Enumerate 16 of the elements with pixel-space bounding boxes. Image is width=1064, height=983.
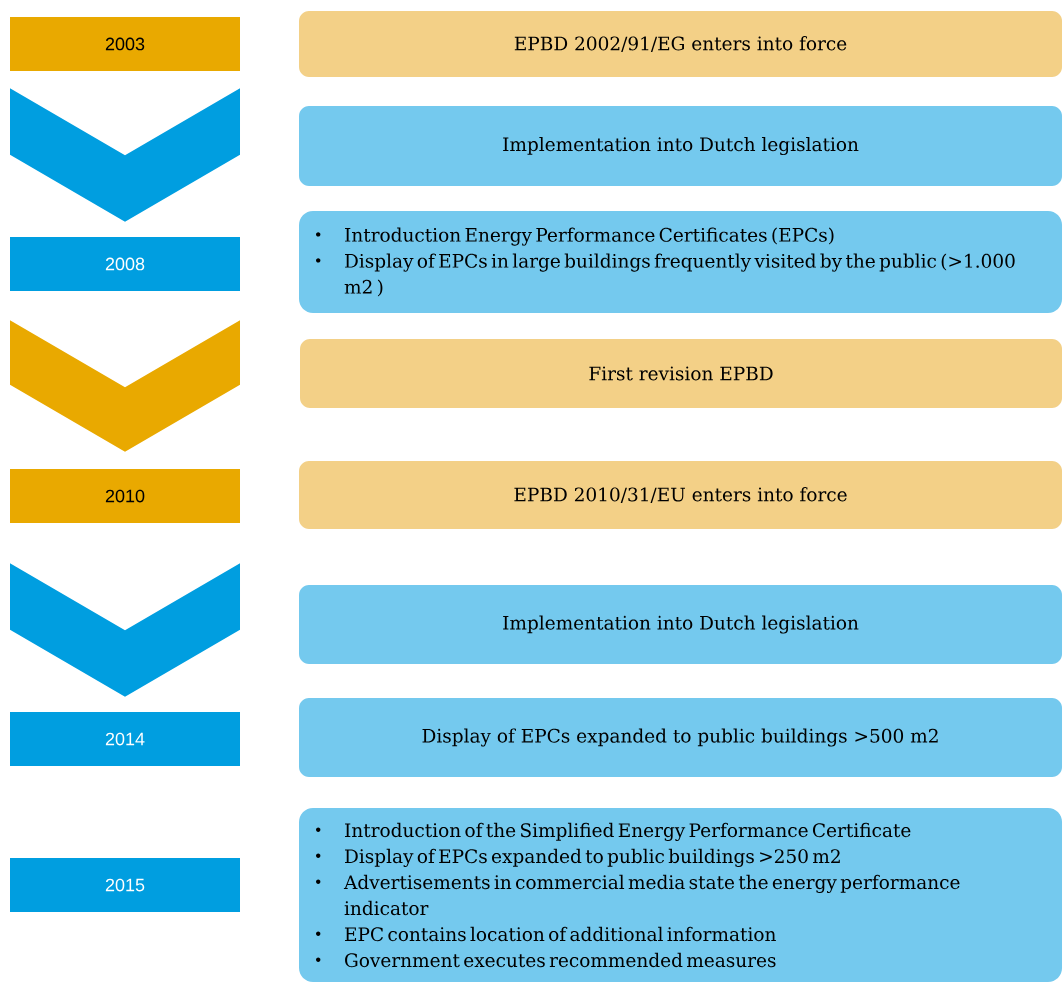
event-box: First revision EPBD — [300, 339, 1062, 408]
event-box: Implementation into Dutch legislation — [299, 585, 1062, 664]
event-box: Introduction Energy Performance Certificates (EPCs) Display of EPCs in large buildings frequently visited by the public (>1.000 m2 ) — [299, 211, 1062, 313]
event-box: EPBD 2002/91/EG enters into force — [299, 11, 1062, 77]
year-box: 2010 — [10, 469, 240, 523]
chevron-arrow — [10, 563, 240, 697]
chevron-arrow — [10, 320, 240, 452]
chevron-arrow — [10, 88, 240, 222]
year-box: 2008 — [10, 237, 240, 291]
event-box: Implementation into Dutch legislation — [299, 106, 1062, 186]
year-box: 2015 — [10, 858, 240, 912]
event-box: EPBD 2010/31/EU enters into force — [299, 461, 1062, 529]
year-box: 2003 — [10, 17, 240, 71]
year-box: 2014 — [10, 712, 240, 766]
event-box: Introduction of the Simplified Energy Performance Certificate Display of EPCs expanded to public buildings >250 m2 Advertisements in commercial media state the energy performance indicator EPC contains location of additional information Government executes recommended measures — [299, 808, 1062, 982]
event-box: Display of EPCs expanded to public buildings >500 m2 — [299, 698, 1062, 777]
